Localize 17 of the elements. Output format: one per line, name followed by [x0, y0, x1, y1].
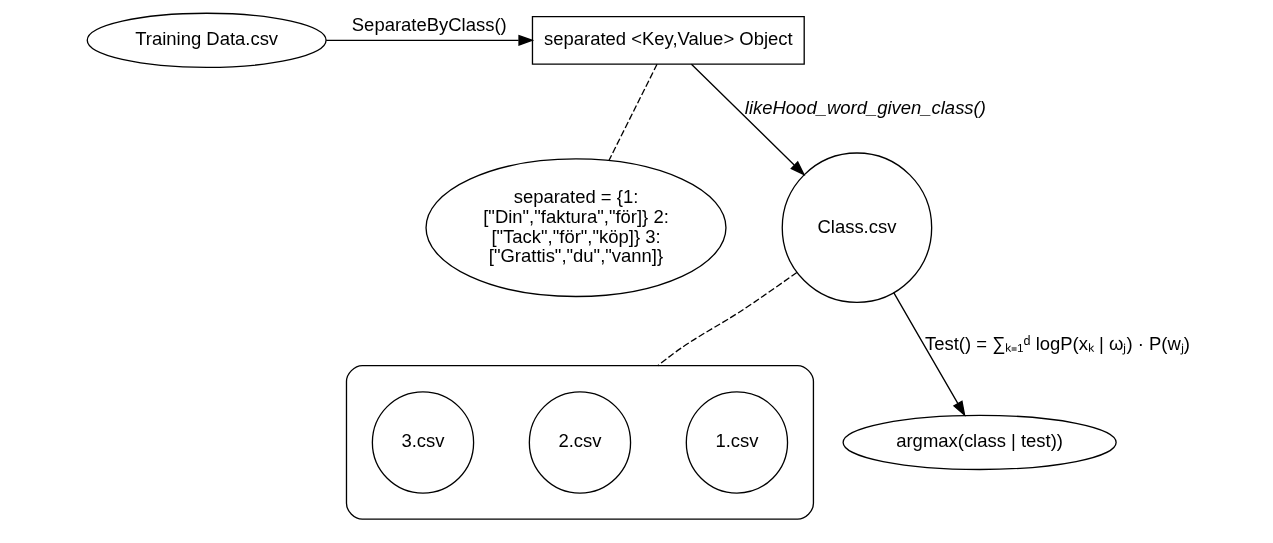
edge-label: SeparateByClass() [351, 14, 507, 36]
arrow [325, 34, 534, 46]
node-circle: 1.csv [685, 391, 788, 494]
node-ellipse: separated = {1: ["Din","faktura","för]} 2: ["Tack","för","köp]} 3: ["Grattis","du","vann]} [424, 158, 727, 298]
node-ellipse: argmax(class | test)) [842, 414, 1117, 471]
node-circle: 3.csv [371, 391, 474, 494]
node-box: separated <Key,Value> Object [531, 15, 805, 65]
arrow [690, 63, 805, 176]
cluster [345, 365, 814, 520]
node-circle: Class.csv [781, 152, 932, 304]
edge-label: Test() = ∑ₖ₌₁ᵈ logP(xₖ | ωⱼ) · P(wⱼ) [924, 333, 1190, 355]
edge-label: likeHood_word_given_class() [744, 96, 986, 118]
node-ellipse: Training Data.csv [86, 12, 327, 69]
connector [656, 271, 797, 367]
connector [607, 63, 658, 161]
node-circle: 2.csv [528, 391, 631, 494]
arrow [892, 292, 966, 417]
